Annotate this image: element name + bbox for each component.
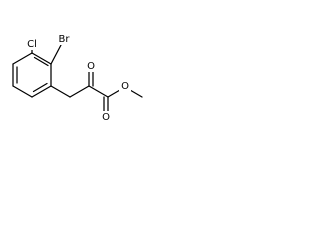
ester-oxygen-label: O bbox=[121, 81, 129, 92]
bromine-label-bg bbox=[57, 33, 71, 45]
ester-oxygen-label-bg bbox=[119, 80, 131, 92]
ester-carbonyl-oxygen-label-bg bbox=[100, 111, 112, 123]
ring-bond-4 bbox=[12, 85, 33, 98]
chlorine-label: Cl bbox=[27, 39, 37, 50]
ester-oxygen-bond bbox=[107, 89, 121, 98]
chlorine-label-bg bbox=[25, 38, 39, 50]
bromine-bond bbox=[50, 44, 62, 65]
ch2-bond bbox=[50, 85, 71, 98]
ring-bond-1 bbox=[31, 52, 52, 65]
ring-bond-6 bbox=[12, 52, 33, 65]
ketone-oxygen-label-bg bbox=[85, 60, 97, 72]
methyl-bond bbox=[129, 89, 143, 98]
ring-double-bond-1 bbox=[33, 56, 49, 67]
ring-double-bond-2 bbox=[32, 82, 48, 93]
ester-carbon-bond bbox=[88, 85, 109, 98]
chemical-structure-diagram: Cl Br O O O bbox=[12, 33, 143, 123]
ring-bond-3 bbox=[31, 85, 52, 98]
atom-labels: Cl Br O O O bbox=[25, 33, 131, 123]
ester-carbonyl-oxygen-label: O bbox=[102, 112, 110, 123]
bonds bbox=[12, 44, 143, 113]
ketone-oxygen-label: O bbox=[87, 61, 95, 72]
ketone-carbon-bond bbox=[69, 85, 90, 98]
bromine-label: Br bbox=[59, 34, 71, 45]
